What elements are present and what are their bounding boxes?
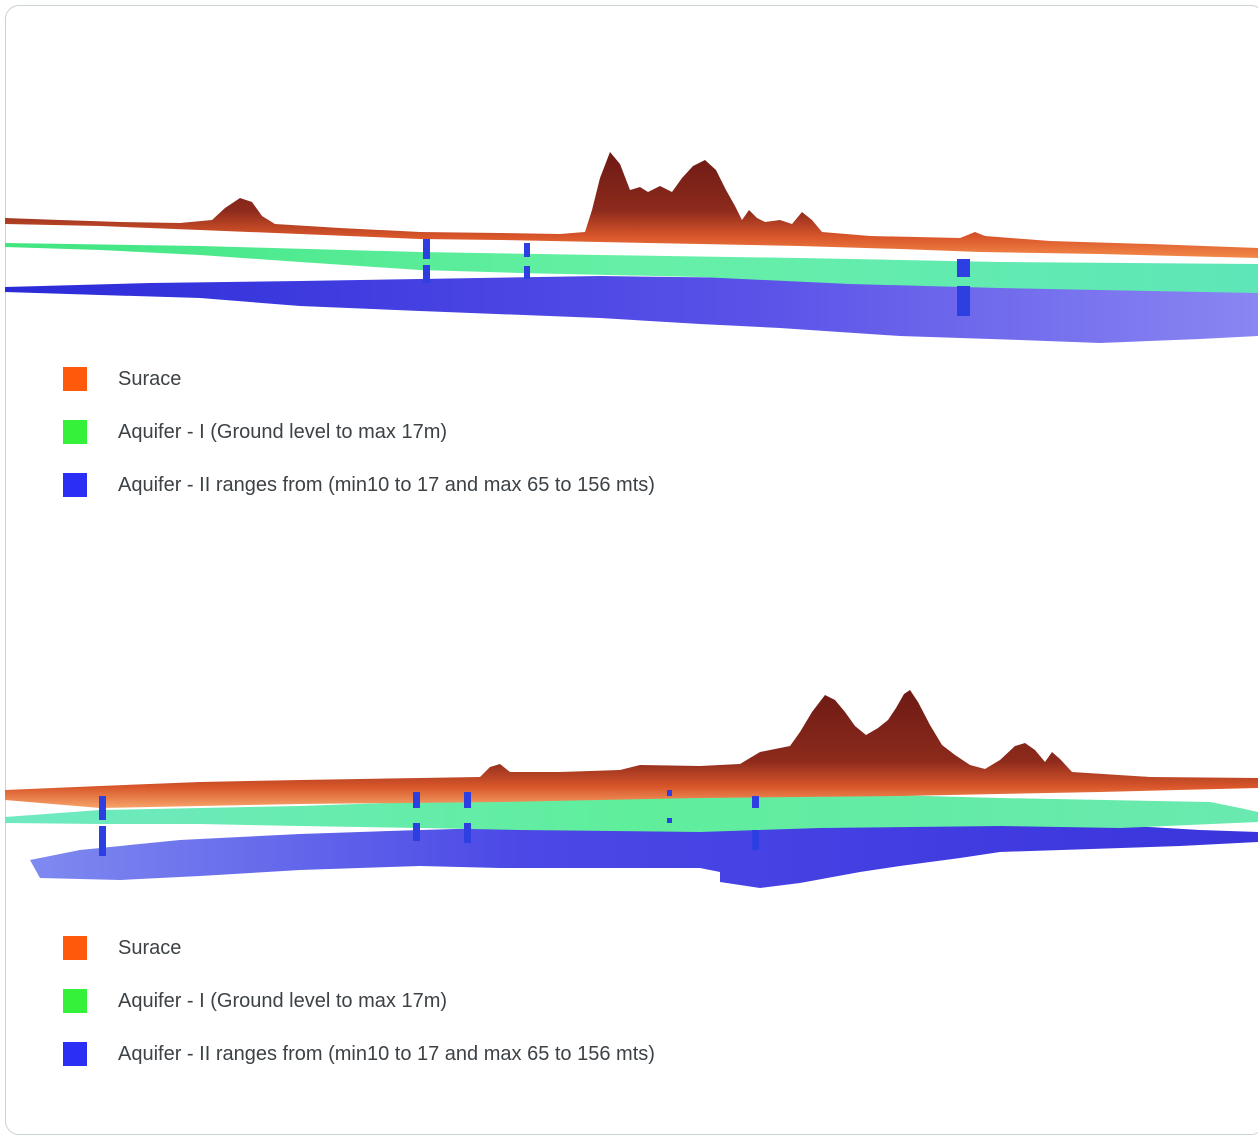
well-marker <box>524 243 530 257</box>
legend-top: Surace Aquifer - I (Ground level to max … <box>63 367 655 526</box>
well-marker <box>99 796 106 820</box>
well-marker <box>464 823 471 843</box>
well-marker <box>957 286 970 316</box>
well-marker <box>413 792 420 808</box>
legend-label: Aquifer - I (Ground level to max 17m) <box>118 420 448 443</box>
legend-item-aquifer-2: Aquifer - II ranges from (min10 to 17 an… <box>63 1042 655 1066</box>
well-marker <box>423 239 430 259</box>
legend-item-aquifer-1: Aquifer - I (Ground level to max 17m) <box>63 420 655 444</box>
well-marker <box>464 792 471 808</box>
well-marker <box>423 265 430 283</box>
legend-swatch <box>63 367 87 391</box>
well-marker <box>524 266 530 279</box>
legend-label: Aquifer - I (Ground level to max 17m) <box>118 989 448 1012</box>
aquifer-1-layer <box>5 243 1258 293</box>
well-marker <box>99 826 106 856</box>
well-marker <box>957 259 970 277</box>
well-marker <box>752 830 759 850</box>
legend-label: Aquifer - II ranges from (min10 to 17 an… <box>118 473 655 496</box>
cross-section-bottom <box>5 690 1258 888</box>
well-marker <box>752 796 759 808</box>
legend-item-surface: Surace <box>63 367 655 391</box>
legend-swatch <box>63 420 87 444</box>
legend-swatch <box>63 989 87 1013</box>
well-marker <box>667 790 672 796</box>
legend-item-aquifer-1: Aquifer - I (Ground level to max 17m) <box>63 989 655 1013</box>
legend-swatch <box>63 936 87 960</box>
surface-layer <box>5 152 1258 258</box>
cross-section-top <box>5 152 1258 343</box>
aquifer-2-layer <box>30 818 1258 888</box>
legend-swatch <box>63 1042 87 1066</box>
legend-item-aquifer-2: Aquifer - II ranges from (min10 to 17 an… <box>63 473 655 497</box>
legend-bottom: Surace Aquifer - I (Ground level to max … <box>63 936 655 1095</box>
aquifer-1-layer <box>5 794 1258 832</box>
well-marker <box>667 818 672 823</box>
legend-swatch <box>63 473 87 497</box>
well-marker <box>413 823 420 841</box>
legend-item-surface: Surace <box>63 936 655 960</box>
legend-label: Surace <box>118 367 182 390</box>
aquifer-2-layer <box>5 276 1258 343</box>
surface-layer <box>5 690 1258 808</box>
legend-label: Aquifer - II ranges from (min10 to 17 an… <box>118 1042 655 1065</box>
legend-label: Surace <box>118 936 182 959</box>
